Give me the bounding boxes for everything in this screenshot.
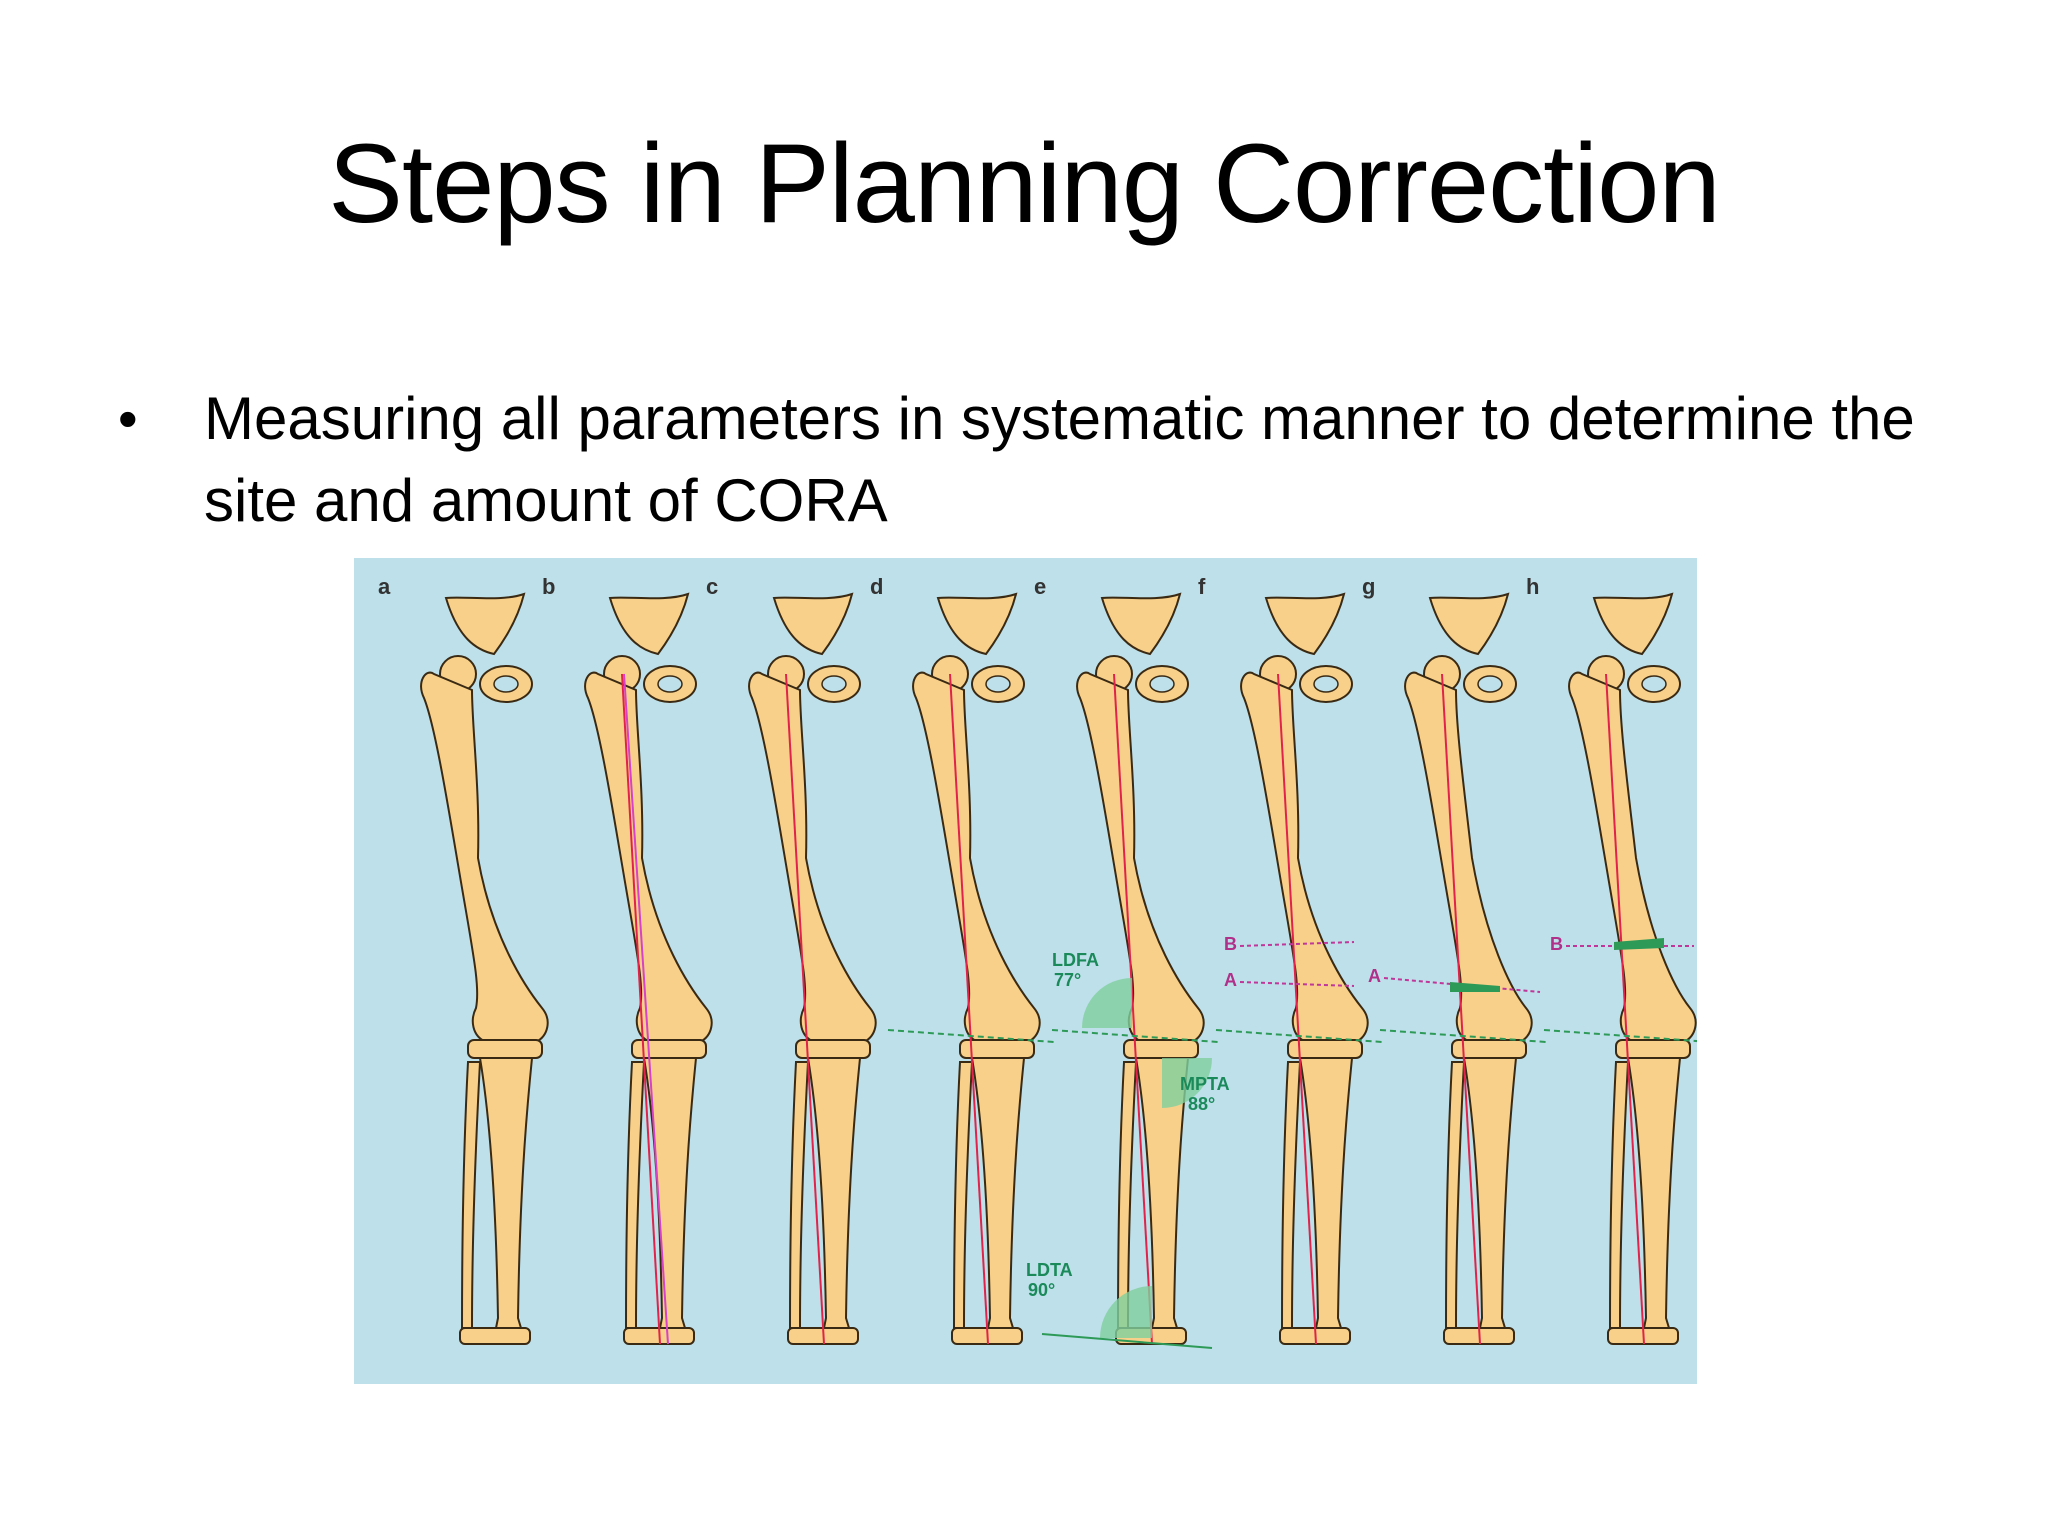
pelvis-shape: [1102, 594, 1180, 654]
femur-bone: [749, 673, 876, 1042]
femur-bone: [1569, 673, 1696, 1042]
pelvis-shape: [1594, 594, 1672, 654]
bullet-item: • Measuring all parameters in systematic…: [118, 378, 1998, 542]
leg-panel-c: c: [706, 574, 876, 1344]
pelvis-shape: [610, 594, 688, 654]
pelvis-shape: [774, 594, 852, 654]
fibula-bone: [1610, 1062, 1628, 1328]
panel-label: e: [1034, 574, 1046, 599]
pelvis-shape: [1430, 594, 1508, 654]
obturator-foramen: [1150, 676, 1174, 692]
bullet-text: Measuring all parameters in systematic m…: [204, 385, 1915, 534]
femur-bone: [913, 673, 1040, 1042]
line-a-label: A: [1368, 966, 1381, 986]
obturator-foramen: [1314, 676, 1338, 692]
panel-label: b: [542, 574, 555, 599]
leg-panel-b: b: [542, 574, 712, 1344]
mpta-value: 88°: [1188, 1094, 1215, 1114]
panel-label: f: [1198, 574, 1206, 599]
line-b-label: B: [1224, 934, 1237, 954]
ldta-value: 90°: [1028, 1280, 1055, 1300]
bullet-marker: •: [118, 378, 138, 460]
leg-panel-f: f: [1198, 574, 1382, 1344]
tibia-bone: [480, 1058, 532, 1338]
line-a-label: A: [1224, 970, 1237, 990]
panel-label: g: [1362, 574, 1375, 599]
ldfa-angle-wedge: [1082, 978, 1132, 1028]
panel-label: c: [706, 574, 718, 599]
panel-label: h: [1526, 574, 1539, 599]
fibula-bone: [462, 1062, 480, 1328]
fibula-bone: [1282, 1062, 1300, 1328]
leg-panel-a: a: [378, 574, 548, 1344]
leg-panel-g: g: [1362, 574, 1546, 1344]
fibula-bone: [1118, 1062, 1136, 1328]
fibula-bone: [790, 1062, 808, 1328]
tibial-plateau: [468, 1040, 542, 1058]
fibula-bone: [626, 1062, 644, 1328]
femur-bone: [421, 673, 548, 1042]
leg-panel-h: h: [1526, 574, 1697, 1344]
ldta-angle-wedge: [1100, 1286, 1152, 1338]
obturator-foramen: [658, 676, 682, 692]
femur-bone: [585, 673, 712, 1042]
line-b-label: B: [1550, 934, 1563, 954]
obturator-foramen: [822, 676, 846, 692]
bullet-list: • Measuring all parameters in systematic…: [118, 378, 1998, 542]
slide-title: Steps in Planning Correction: [0, 128, 2048, 240]
leg-panel-d: d: [870, 574, 1054, 1344]
obturator-foramen: [1478, 676, 1502, 692]
ldfa-value: 77°: [1054, 970, 1081, 990]
pelvis-shape: [1266, 594, 1344, 654]
panel-label: d: [870, 574, 883, 599]
mpta-label: MPTA: [1180, 1074, 1230, 1094]
ldta-label: LDTA: [1026, 1260, 1073, 1280]
panel-label: a: [378, 574, 391, 599]
ldfa-label: LDFA: [1052, 950, 1099, 970]
fibula-bone: [954, 1062, 972, 1328]
femur-bone: [1077, 673, 1204, 1042]
pelvis-shape: [446, 594, 524, 654]
obturator-foramen: [494, 676, 518, 692]
obturator-foramen: [1642, 676, 1666, 692]
obturator-foramen: [986, 676, 1010, 692]
ankle-joint: [460, 1328, 530, 1344]
fibula-bone: [1446, 1062, 1464, 1328]
pelvis-shape: [938, 594, 1016, 654]
